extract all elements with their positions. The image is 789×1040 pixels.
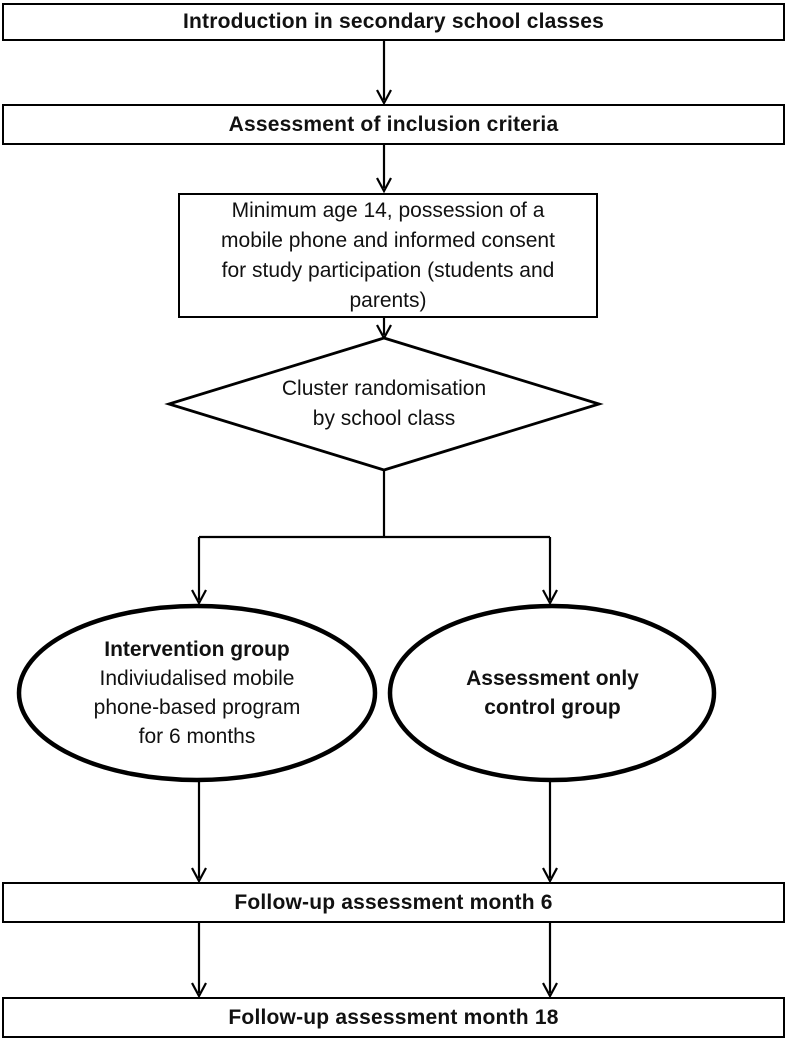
- randomisation-line: Cluster randomisation: [281, 377, 487, 400]
- node-intro-label: Introduction in secondary school classes: [182, 10, 605, 33]
- node-randomisation-label: Cluster randomisation by school class: [234, 374, 534, 434]
- intervention-group-line: for 6 months: [138, 725, 256, 748]
- node-eligibility: Minimum age 14, possession of a mobile p…: [178, 193, 598, 318]
- intervention-group-line: phone-based program: [93, 696, 301, 719]
- node-inclusion-criteria-label: Assessment of inclusion criteria: [228, 112, 559, 136]
- randomisation-line: by school class: [312, 407, 456, 430]
- arrow-month6-to-month18-left-head: [191, 982, 207, 999]
- arrow-split-to-control-head: [542, 589, 558, 606]
- control-ellipse-shape: [387, 603, 717, 783]
- eligibility-line: for study participation (students and: [221, 258, 555, 282]
- node-followup-month18: Follow-up assessment month 18: [2, 997, 785, 1038]
- arrow-intro-to-inclusion-head: [376, 89, 392, 106]
- node-intro: Introduction in secondary school classes: [2, 3, 785, 41]
- arrow-intervention-to-month6-head: [191, 867, 207, 884]
- node-followup-month6-label: Follow-up assessment month 6: [234, 890, 553, 914]
- split-connector: [197, 470, 552, 600]
- node-intervention-group-label: Intervention group Indiviudalised mobile…: [40, 635, 354, 751]
- node-inclusion-criteria: Assessment of inclusion criteria: [2, 104, 785, 145]
- arrow-split-to-intervention-head: [191, 589, 207, 606]
- eligibility-line: Minimum age 14, possession of a: [231, 198, 545, 222]
- arrow-month6-to-month18-right-head: [542, 982, 558, 999]
- node-followup-month6: Follow-up assessment month 6: [2, 882, 785, 923]
- intervention-ellipse-shape: [16, 603, 378, 783]
- control-group-line: Assessment only: [466, 667, 639, 690]
- node-control-group-label: Assessment only control group: [410, 664, 695, 722]
- control-group-line: control group: [484, 696, 621, 719]
- intervention-group-title: Intervention group: [104, 638, 290, 661]
- randomisation-diamond-shape: [164, 336, 604, 472]
- eligibility-line: parents): [349, 288, 427, 312]
- intervention-group-line: Indiviudalised mobile: [99, 667, 295, 690]
- eligibility-line: mobile phone and informed consent: [221, 228, 555, 252]
- arrow-inclusion-to-eligibility-head: [376, 177, 392, 194]
- arrow-control-to-month6-head: [542, 867, 558, 884]
- node-followup-month18-label: Follow-up assessment month 18: [228, 1005, 559, 1029]
